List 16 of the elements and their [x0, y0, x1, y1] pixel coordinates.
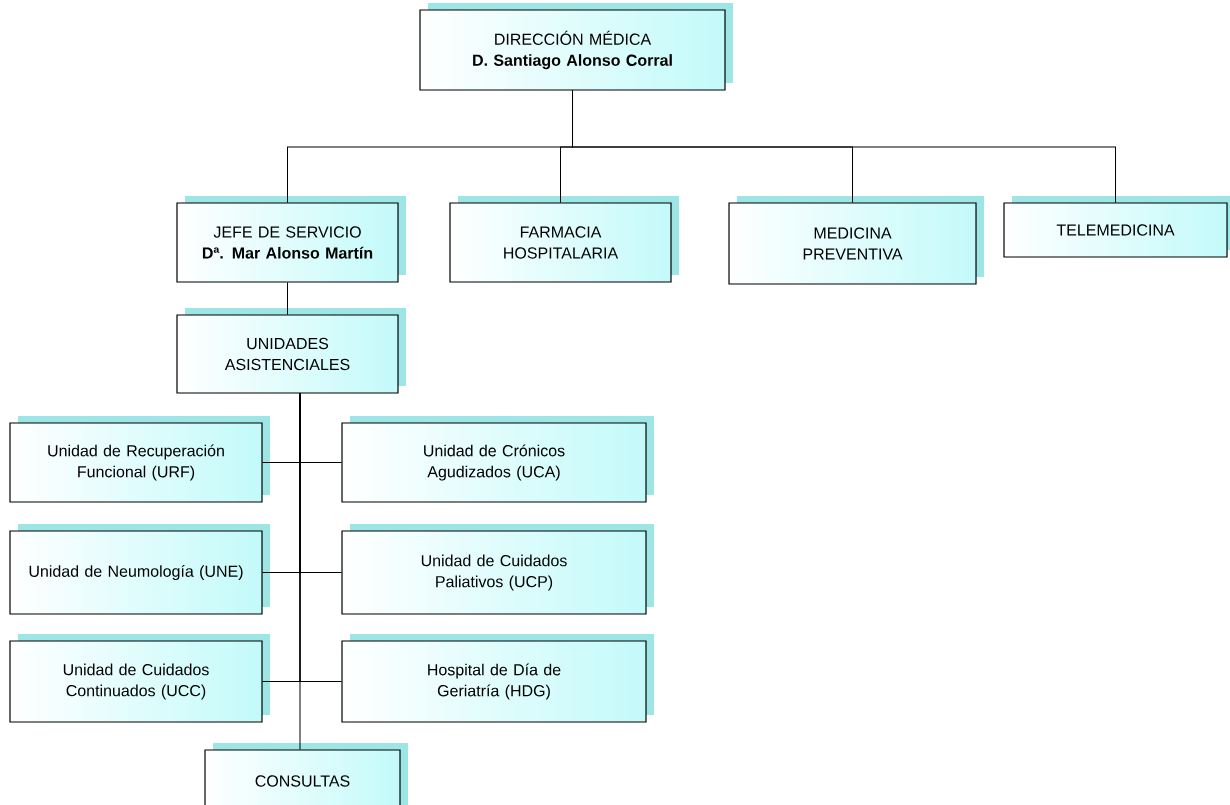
org-box: Hospital de Día de Geriatría (HDG)	[341, 634, 654, 723]
org-box: UNIDADES ASISTENCIALES	[176, 308, 406, 394]
org-box: CONSULTAS	[204, 743, 408, 805]
org-box: Unidad de Neumología (UNE)	[9, 524, 270, 615]
org-box: JEFE DE SERVICIO Dª. Mar Alonso Martín	[176, 196, 406, 283]
connector-line	[572, 90, 1116, 203]
org-box: TELEMEDICINA	[1003, 196, 1230, 258]
org-box: DIRECCIÓN MÉDICA D. Santiago Alonso Corral	[419, 3, 733, 91]
org-box: Unidad de Crónicos Agudizados (UCA)	[341, 416, 654, 503]
org-box: Unidad de Cuidados Continuados (UCC)	[9, 634, 270, 723]
connector-line	[299, 393, 301, 750]
connector-line	[287, 282, 288, 315]
org-box: MEDICINA PREVENTIVA	[728, 196, 984, 285]
org-box: Unidad de Cuidados Paliativos (UCP)	[341, 524, 654, 615]
org-box: Unidad de Recuperación Funcional (URF)	[9, 416, 270, 503]
org-box: FARMACIA HOSPITALARIA	[449, 196, 679, 283]
